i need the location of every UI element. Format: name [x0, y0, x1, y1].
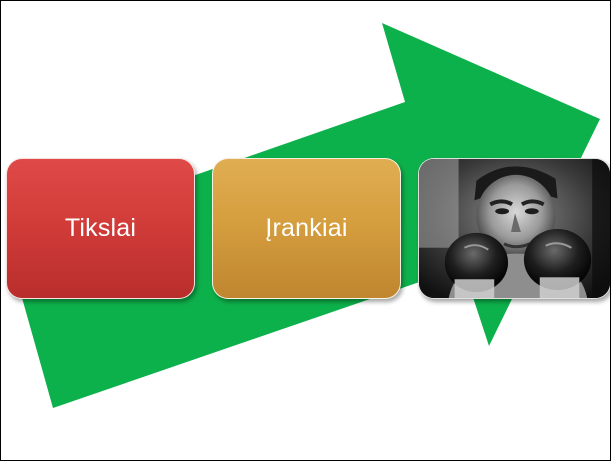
step-box-irankiai: Įrankiai: [212, 158, 401, 299]
step-label-irankiai: Įrankiai: [265, 214, 348, 242]
boxer-image: [419, 159, 610, 298]
boxer-photo: [418, 158, 610, 299]
step-label-tikslai: Tikslai: [64, 214, 137, 242]
step-box-tikslai: Tikslai: [6, 158, 195, 299]
